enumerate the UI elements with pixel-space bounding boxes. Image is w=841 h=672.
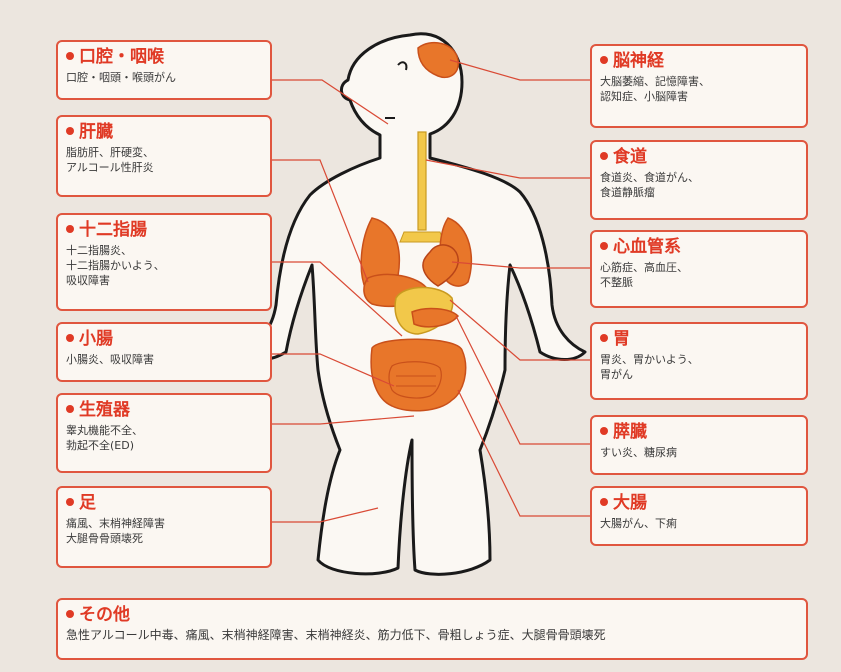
box-cardiovascular-title: 心血管系 bbox=[600, 237, 798, 257]
box-reproductive-desc: 睾丸機能不全、 勃起不全(ED) bbox=[66, 423, 262, 453]
bullet-icon bbox=[600, 334, 608, 342]
box-other-title: その他 bbox=[66, 605, 798, 625]
box-brain: 脳神経 大脳萎縮、記憶障害、 認知症、小脳障害 bbox=[590, 44, 808, 128]
box-other-desc: 急性アルコール中毒、痛風、末梢神経障害、末梢神経炎、筋力低下、骨粗しょう症、大腿… bbox=[66, 628, 798, 643]
box-brain-desc: 大脳萎縮、記憶障害、 認知症、小脳障害 bbox=[600, 74, 798, 104]
box-legs-desc: 痛風、末梢神経障害 大腿骨骨頭壊死 bbox=[66, 516, 262, 546]
box-liver-title: 肝臓 bbox=[66, 122, 262, 142]
trachea-icon bbox=[400, 232, 444, 242]
bullet-icon bbox=[66, 498, 74, 506]
box-duodenum-desc: 十二指腸炎、 十二指腸かいよう、 吸収障害 bbox=[66, 243, 262, 288]
box-pancreas-title: 膵臓 bbox=[600, 422, 798, 442]
box-liver: 肝臓 脂肪肝、肝硬変、 アルコール性肝炎 bbox=[56, 115, 272, 197]
box-mouth-title: 口腔・咽喉 bbox=[66, 47, 262, 67]
small-intestine-icon bbox=[389, 362, 441, 398]
box-liver-desc: 脂肪肝、肝硬変、 アルコール性肝炎 bbox=[66, 145, 262, 175]
box-pancreas: 膵臓 すい炎、糖尿病 bbox=[590, 415, 808, 475]
box-cardiovascular: 心血管系 心筋症、高血圧、 不整脈 bbox=[590, 230, 808, 308]
box-large-intestine-title: 大腸 bbox=[600, 493, 798, 513]
box-large-intestine-desc: 大腸がん、下痢 bbox=[600, 516, 798, 531]
bullet-icon bbox=[600, 242, 608, 250]
connector-brain bbox=[450, 60, 590, 80]
bullet-icon bbox=[600, 152, 608, 160]
box-reproductive-title: 生殖器 bbox=[66, 400, 262, 420]
box-reproductive: 生殖器 睾丸機能不全、 勃起不全(ED) bbox=[56, 393, 272, 473]
bullet-icon bbox=[66, 52, 74, 60]
box-esophagus-title: 食道 bbox=[600, 147, 798, 167]
bullet-icon bbox=[66, 334, 74, 342]
bullet-icon bbox=[66, 610, 74, 618]
bullet-icon bbox=[600, 498, 608, 506]
box-pancreas-desc: すい炎、糖尿病 bbox=[600, 445, 798, 460]
box-other: その他 急性アルコール中毒、痛風、末梢神経障害、末梢神経炎、筋力低下、骨粗しょう… bbox=[56, 598, 808, 660]
box-small-intestine-desc: 小腸炎、吸収障害 bbox=[66, 352, 262, 367]
box-stomach-title: 胃 bbox=[600, 329, 798, 349]
box-duodenum-title: 十二指腸 bbox=[66, 220, 262, 240]
box-duodenum: 十二指腸 十二指腸炎、 十二指腸かいよう、 吸収障害 bbox=[56, 213, 272, 311]
box-stomach: 胃 胃炎、胃かいよう、 胃がん bbox=[590, 322, 808, 400]
box-legs-title: 足 bbox=[66, 493, 262, 513]
box-esophagus: 食道 食道炎、食道がん、 食道静脈瘤 bbox=[590, 140, 808, 220]
box-mouth: 口腔・咽喉 口腔・咽頭・喉頭がん bbox=[56, 40, 272, 100]
box-small-intestine-title: 小腸 bbox=[66, 329, 262, 349]
box-mouth-desc: 口腔・咽頭・喉頭がん bbox=[66, 70, 262, 85]
box-legs: 足 痛風、末梢神経障害 大腿骨骨頭壊死 bbox=[56, 486, 272, 568]
bullet-icon bbox=[66, 405, 74, 413]
esophagus-icon bbox=[418, 132, 426, 230]
box-stomach-desc: 胃炎、胃かいよう、 胃がん bbox=[600, 352, 798, 382]
bullet-icon bbox=[66, 225, 74, 233]
box-esophagus-desc: 食道炎、食道がん、 食道静脈瘤 bbox=[600, 170, 798, 200]
bullet-icon bbox=[600, 56, 608, 64]
box-small-intestine: 小腸 小腸炎、吸収障害 bbox=[56, 322, 272, 382]
box-large-intestine: 大腸 大腸がん、下痢 bbox=[590, 486, 808, 546]
box-brain-title: 脳神経 bbox=[600, 51, 798, 71]
bullet-icon bbox=[600, 427, 608, 435]
box-cardiovascular-desc: 心筋症、高血圧、 不整脈 bbox=[600, 260, 798, 290]
bullet-icon bbox=[66, 127, 74, 135]
